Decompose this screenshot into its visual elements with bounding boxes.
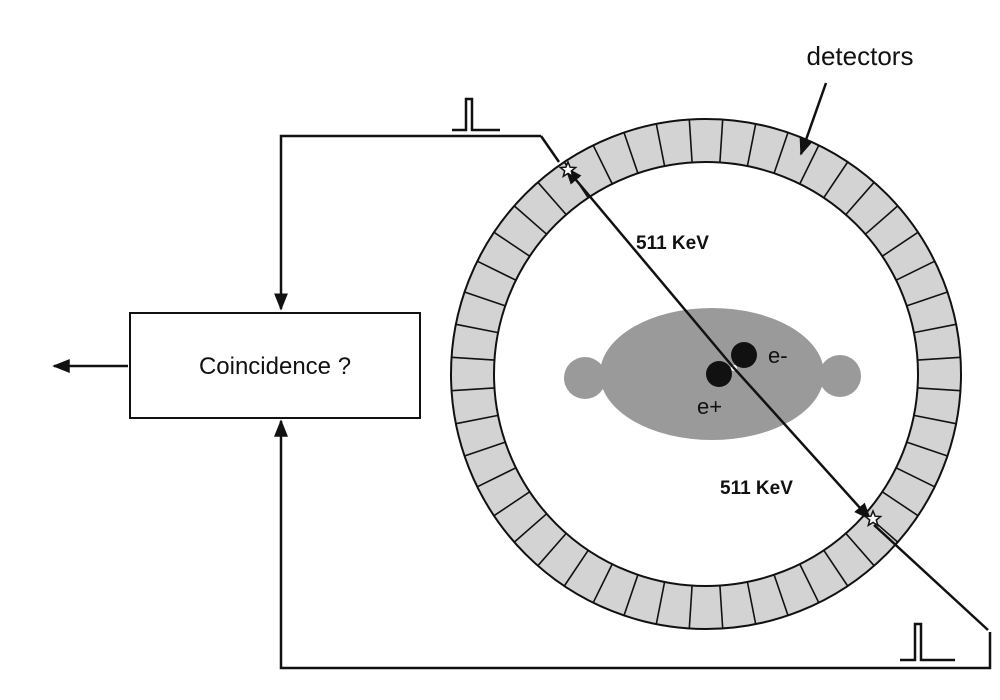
detector-segment-divider (881, 231, 919, 257)
detector-segment-divider (823, 549, 849, 587)
detector-segment-divider (799, 144, 820, 185)
detector-ring-body (450, 118, 963, 630)
detector-segment-divider (476, 260, 517, 281)
positron-label: e+ (697, 394, 722, 419)
detector-segment-divider (493, 491, 531, 517)
detector-segment-divider (592, 144, 613, 185)
detector-segment-divider (917, 387, 961, 392)
detector-segment-divider (513, 205, 548, 235)
electron-particle (731, 342, 757, 368)
signal-wire-bottom-diagonal (873, 524, 989, 631)
detector-segment-divider (864, 205, 899, 235)
detector-segment-divider (895, 260, 936, 281)
detector-segment-divider (455, 414, 499, 425)
detector-segment-divider (917, 356, 961, 361)
detector-segment-divider (623, 132, 639, 174)
detector-segment-divider (719, 585, 724, 629)
detector-segment-divider (746, 123, 757, 167)
detector-segment-divider (906, 291, 948, 307)
detector-segment-divider (563, 549, 589, 587)
detector-segment-divider (719, 119, 724, 163)
detector-segment-divider (913, 414, 957, 425)
pulse-top-icon (452, 97, 500, 132)
detector-segment-divider (906, 441, 948, 457)
gamma-line-upper (564, 166, 734, 368)
detector-segment-divider (845, 181, 875, 216)
detector-segment-divider (537, 532, 567, 567)
detector-segment-divider (913, 323, 957, 334)
detector-segment-divider (451, 356, 495, 361)
positron-particle (706, 361, 732, 387)
coincidence-box (129, 312, 421, 419)
detector-segment-divider (773, 132, 789, 174)
energy-label-lower: 511 KeV (720, 478, 793, 499)
detector-segment-divider (799, 563, 820, 604)
detector-segment-divider (476, 467, 517, 488)
detection-star-top-icon (558, 159, 578, 179)
body-left-lobe (564, 357, 606, 399)
detector-segment-divider (688, 119, 693, 163)
detector-segment-divider (655, 123, 666, 167)
detector-segment-divider (537, 181, 567, 216)
detector-segment-divider (895, 467, 936, 488)
body-right-lobe (819, 355, 861, 397)
detector-segment-divider (881, 491, 919, 517)
detector-ring (450, 118, 963, 630)
detectors-pointer-arrow-icon (799, 82, 828, 156)
gamma-line-lower (732, 366, 872, 521)
detector-segment-divider (493, 231, 531, 257)
detector-segment-divider (688, 585, 693, 629)
detector-segment-divider (845, 532, 875, 567)
coincidence-label: Coincidence ? (199, 353, 351, 380)
detector-segment-divider (451, 387, 495, 392)
signal-wire-top-diagonal (539, 135, 561, 163)
signal-wire-top (274, 134, 541, 311)
pulse-bottom-icon (900, 622, 955, 662)
detectors-label: detectors (807, 41, 914, 71)
signal-wire-bottom (274, 419, 992, 670)
detector-segment-divider (823, 161, 849, 199)
detection-star-bottom-icon (863, 508, 883, 528)
detector-segment-divider (623, 574, 639, 616)
detector-segment-divider (455, 323, 499, 334)
energy-label-upper: 511 KeV (636, 233, 709, 254)
electron-label: e- (768, 343, 788, 368)
detector-segment-divider (464, 441, 506, 457)
detector-segment-divider (464, 291, 506, 307)
detector-segment-divider (513, 513, 548, 543)
detector-segment-divider (655, 581, 666, 625)
detector-segment-divider (773, 574, 789, 616)
detector-segment-divider (746, 581, 757, 625)
detector-segment-divider (592, 563, 613, 604)
